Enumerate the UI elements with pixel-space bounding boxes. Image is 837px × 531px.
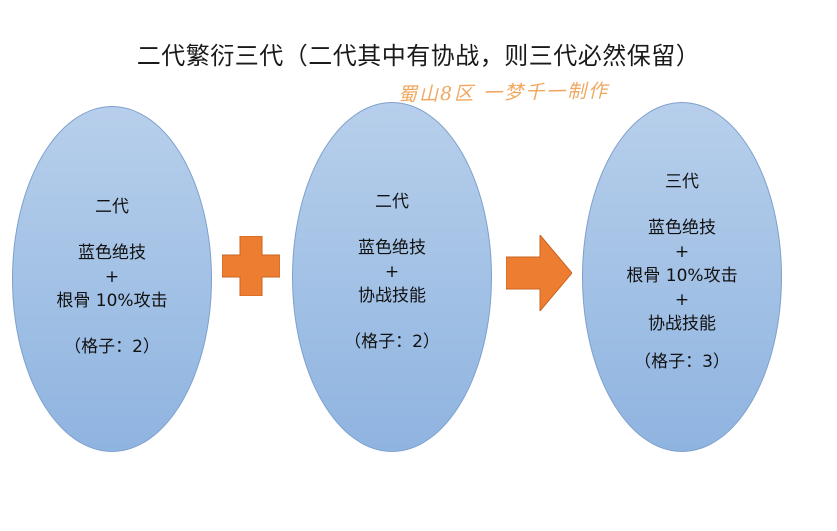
node-heading: 二代 <box>375 192 409 212</box>
node-skill-2: 根骨 10%攻击 <box>626 266 738 286</box>
plus-icon <box>222 236 280 296</box>
node-heading: 二代 <box>95 197 129 217</box>
node-skill-1: 蓝色绝技 <box>78 243 146 263</box>
node-skill-1: 蓝色绝技 <box>358 238 426 258</box>
parent-node-2-text: 二代 蓝色绝技 + 协战技能 （格子：2） <box>292 190 492 354</box>
offspring-node-text: 三代 蓝色绝技 + 根骨 10%攻击 + 协战技能 （格子：3） <box>582 170 782 374</box>
node-skill-3: 协战技能 <box>648 314 716 334</box>
arrow-right-icon <box>506 235 572 311</box>
node-slots: （格子：2） <box>344 332 440 352</box>
node-slots: （格子：3） <box>634 352 730 372</box>
node-plus-2: + <box>674 290 690 310</box>
offspring-node-ellipse <box>582 102 782 452</box>
node-skill-2: 根骨 10%攻击 <box>56 291 168 311</box>
node-plus: + <box>104 267 120 287</box>
node-skill-2: 协战技能 <box>358 286 426 306</box>
node-plus: + <box>674 242 690 262</box>
node-heading: 三代 <box>665 172 699 192</box>
author-watermark: 蜀山8区 一梦千一制作 <box>397 80 610 106</box>
node-skill-1: 蓝色绝技 <box>648 218 716 238</box>
parent-node-1-ellipse <box>12 106 212 452</box>
node-slots: （格子：2） <box>64 337 160 357</box>
node-plus: + <box>384 262 400 282</box>
parent-node-2-ellipse <box>292 102 492 452</box>
parent-node-1-text: 二代 蓝色绝技 + 根骨 10%攻击 （格子：2） <box>12 195 212 359</box>
diagram-title: 二代繁衍三代（二代其中有协战，则三代必然保留） <box>136 42 701 70</box>
